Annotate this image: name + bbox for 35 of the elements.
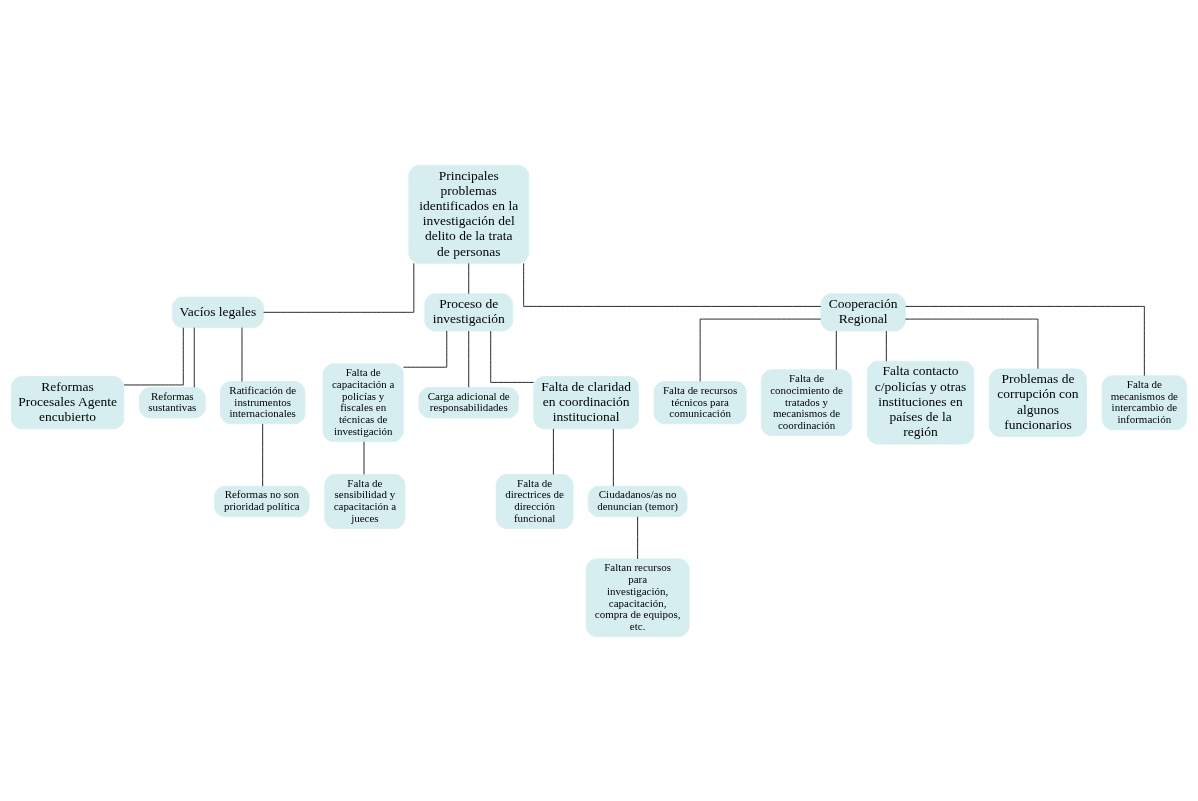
node-box: Ratificación de instrumentos internacionales xyxy=(220,380,306,424)
node-box: Faltan recursos para investigación, capacitación, compra de equipos, etc. xyxy=(585,558,690,637)
node-box: Falta de capacitación a policías y fiscales en técnicas de investigación xyxy=(322,362,404,442)
node-box: Reformas no son prioridad política xyxy=(214,485,310,517)
node-box: Reformas sustantivas xyxy=(138,386,206,418)
node-box: Ciudadanos/as no denuncian (temor) xyxy=(587,485,688,517)
connector xyxy=(523,262,822,307)
node-box: Proceso de investigación xyxy=(424,292,514,331)
node-box: Carga adicional de responsabilidades xyxy=(418,386,519,418)
connector xyxy=(468,262,470,294)
node-box: Reformas Procesales Agente encubierto xyxy=(11,375,125,429)
connector xyxy=(835,330,837,370)
node-box: Falta de directrices de dirección funcional xyxy=(495,473,574,529)
connector xyxy=(885,330,887,362)
connector xyxy=(262,422,264,487)
connector xyxy=(905,305,1145,376)
connector xyxy=(263,262,415,313)
node-box: Falta contacto c/policías y otras instituciones en países de la región xyxy=(866,360,975,444)
connector xyxy=(637,515,639,559)
connector xyxy=(123,326,184,385)
connector xyxy=(905,318,1039,369)
node-box: Falta de mecanismos de intercambio de información xyxy=(1101,374,1187,430)
node-box: Vacíos legales xyxy=(171,296,264,328)
connector xyxy=(490,330,535,383)
node-box: Falta de recursos técnicos para comunicación xyxy=(653,380,747,424)
connector xyxy=(612,428,614,487)
connector xyxy=(468,330,470,388)
node-box: Principales problemas identificados en la investigación del delito de la trata de personas xyxy=(408,164,530,264)
connector xyxy=(553,428,554,475)
node-box: Falta de conocimiento de tratados y mecanismos de coordinación xyxy=(760,368,853,436)
node-box: Falta de claridad en coordinación institucional xyxy=(533,375,639,429)
connector xyxy=(699,318,822,382)
node-box: Falta de sensibilidad y capacitación a jueces xyxy=(324,473,406,529)
node-box: Problemas de corrupción con algunos funcionarios xyxy=(988,368,1087,437)
node-box: Cooperación Regional xyxy=(820,292,906,331)
